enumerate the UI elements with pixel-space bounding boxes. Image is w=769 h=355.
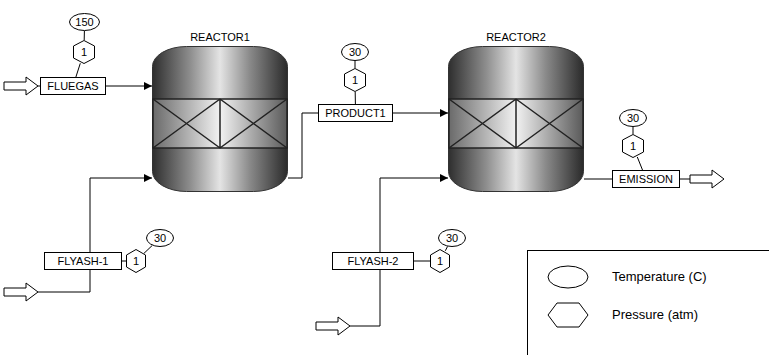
tag-leader xyxy=(445,247,447,251)
hexagon-shape xyxy=(431,250,450,273)
hexagon-shape xyxy=(623,135,644,158)
stream-label-box: EMISSION xyxy=(612,170,680,188)
temperature-tag: 30 xyxy=(341,43,369,61)
tag-leader xyxy=(633,127,634,134)
legend-text: Pressure (atm) xyxy=(612,307,698,323)
feed-arrow xyxy=(316,317,350,335)
temperature-value: 30 xyxy=(349,46,361,59)
reactor-vessel-node: REACTOR2 xyxy=(448,30,584,192)
packing-band xyxy=(153,99,287,148)
legend-oval-sample xyxy=(548,266,588,288)
tag-leader xyxy=(355,92,356,104)
pressure-tag: 1 xyxy=(126,249,146,273)
hexagon-shape xyxy=(127,250,146,273)
reactor-vessel-node: REACTOR1 xyxy=(152,30,288,192)
tag-leader xyxy=(637,157,642,170)
stream-label-box: FLYASH-1 xyxy=(44,252,122,270)
feed-arrow xyxy=(4,77,38,95)
stream-line xyxy=(380,178,448,252)
pressure-value: 1 xyxy=(352,74,358,87)
stream-line xyxy=(90,178,152,252)
stream-line xyxy=(106,86,152,87)
stream-name: FLYASH-1 xyxy=(58,255,109,267)
stream-label-box: FLYASH-2 xyxy=(332,252,414,270)
reactor-drawing xyxy=(152,46,288,192)
stream-line xyxy=(38,270,90,292)
stream-line xyxy=(584,179,612,180)
temperature-value: 30 xyxy=(627,112,639,125)
temperature-tag: 30 xyxy=(438,229,466,247)
feed-arrow xyxy=(4,283,38,301)
pressure-value: 1 xyxy=(630,140,636,153)
tag-leader xyxy=(122,261,126,262)
hexagon-shape xyxy=(345,69,366,92)
packing-crosshatch xyxy=(449,99,583,148)
packing-crosshatch xyxy=(153,99,287,148)
tag-leader xyxy=(355,61,356,68)
stream-label-box: FLUEGAS xyxy=(40,77,106,95)
stream-name: PRODUCT1 xyxy=(325,107,386,119)
oval-shape xyxy=(70,14,100,31)
reactor-vessel xyxy=(449,47,584,192)
temperature-value: 150 xyxy=(75,16,93,29)
stream-name: FLUEGAS xyxy=(47,80,98,92)
oval-shape xyxy=(147,230,174,247)
pressure-tag: 1 xyxy=(622,134,644,158)
temperature-tag: 30 xyxy=(619,109,647,127)
tag-leader xyxy=(76,63,80,77)
hexagon-shape xyxy=(74,41,95,64)
reactor-drawing xyxy=(448,46,584,192)
stream-label-box: PRODUCT1 xyxy=(318,104,393,122)
oval-shape xyxy=(342,44,369,61)
oval-shape xyxy=(620,110,647,127)
legend-text: Temperature (C) xyxy=(612,269,707,285)
temperature-tag: 30 xyxy=(146,229,174,247)
pressure-tag: 1 xyxy=(73,40,95,64)
temperature-tag: 150 xyxy=(69,13,100,31)
reactor-name: REACTOR2 xyxy=(448,30,584,46)
oval-shape xyxy=(439,230,466,247)
legend-box xyxy=(528,251,769,355)
temperature-value: 30 xyxy=(446,232,458,245)
tag-leader xyxy=(84,31,85,40)
reactor-name: REACTOR1 xyxy=(152,30,288,46)
tag-leader xyxy=(414,261,430,262)
pressure-value: 1 xyxy=(81,46,87,59)
stream-name: FLYASH-2 xyxy=(348,255,399,267)
product-arrow xyxy=(690,170,724,188)
pressure-tag: 1 xyxy=(344,68,366,92)
pressure-value: 1 xyxy=(437,255,443,268)
temperature-value: 30 xyxy=(154,232,166,245)
stream-line xyxy=(350,270,380,326)
pressure-tag: 1 xyxy=(430,249,450,273)
legend-hexagon-sample xyxy=(548,303,588,327)
stream-name: EMISSION xyxy=(619,173,673,185)
reactor-vessel xyxy=(153,47,288,192)
tag-leader xyxy=(144,246,152,254)
stream-line xyxy=(393,113,448,114)
pressure-value: 1 xyxy=(133,255,139,268)
packing-band xyxy=(449,99,583,148)
stream-line xyxy=(288,113,318,178)
